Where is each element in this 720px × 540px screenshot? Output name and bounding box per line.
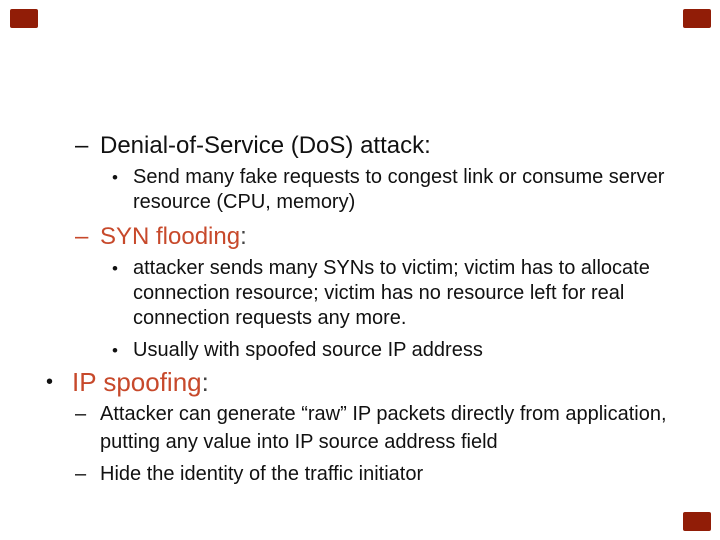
dot-marker: •	[112, 341, 118, 360]
bullet-text-syn-flooding: SYN flooding:	[100, 222, 720, 252]
bullet-item-spoofed-source: • Usually with spoofed source IP address	[112, 338, 720, 363]
bullet-text-ip-spoofing: IP spoofing:	[72, 366, 720, 398]
bullet-text-send-requests: Send many fake requests to congest link …	[133, 166, 665, 213]
dash-marker: –	[75, 223, 89, 250]
dash-marker: –	[75, 132, 89, 159]
dash-marker: –	[75, 463, 87, 485]
slide-body: – Denial-of-Service (DoS) attack: • Send…	[0, 131, 720, 492]
syn-flooding-colon: :	[240, 223, 247, 250]
dot-marker: •	[112, 168, 118, 187]
bullet-text-raw-packets: Attacker can generate “raw” IP packets d…	[100, 403, 667, 453]
corner-accent-top-right	[683, 9, 711, 28]
bullet-text-spoofed-source: Usually with spoofed source IP address	[133, 339, 483, 361]
dash-marker: –	[75, 403, 87, 425]
dot-marker: •	[112, 259, 118, 278]
corner-accent-top-left	[10, 9, 38, 28]
syn-flooding-label: SYN flooding	[100, 223, 241, 250]
corner-accent-bottom-right	[683, 512, 711, 531]
bullet-item-syn-flooding-heading: – SYN flooding:	[75, 222, 720, 252]
bullet-item-dos-heading: – Denial-of-Service (DoS) attack:	[75, 131, 720, 161]
ip-spoofing-label: IP spoofing	[72, 367, 202, 397]
bullet-item-ip-spoofing-heading: • IP spoofing:	[46, 366, 720, 398]
dot-marker: •	[46, 371, 54, 393]
ip-spoofing-colon: :	[201, 367, 209, 397]
bullet-item-hide-identity: – Hide the identity of the traffic initi…	[75, 460, 720, 488]
bullet-item-raw-packets: – Attacker can generate “raw” IP packets…	[75, 400, 720, 456]
bullet-item-send-requests: • Send many fake requests to congest lin…	[112, 165, 720, 215]
bullet-text-dos-heading: Denial-of-Service (DoS) attack:	[100, 132, 431, 159]
bullet-text-attacker-syns: attacker sends many SYNs to victim; vict…	[133, 257, 650, 329]
bullet-text-hide-identity: Hide the identity of the traffic initiat…	[100, 463, 424, 485]
bullet-item-attacker-syns: • attacker sends many SYNs to victim; vi…	[112, 256, 720, 331]
